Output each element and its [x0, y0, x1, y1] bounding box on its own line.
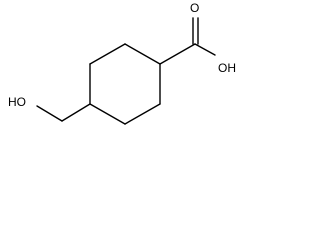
molecule-structure: O OH HO	[8, 1, 236, 125]
carbonyl-oxygen-label: O	[190, 1, 199, 15]
carboxyl-oh-bond	[194, 43, 216, 56]
carboxyl-group: O OH	[159, 1, 236, 75]
ch2-to-oh-bond	[36, 105, 63, 122]
ring-bond-4	[89, 103, 126, 125]
ring-bond-3	[124, 103, 161, 125]
ring-bond-6	[89, 43, 126, 65]
carboxyl-hydroxyl-label: OH	[218, 61, 236, 75]
hydroxyl-label: HO	[8, 95, 26, 109]
ring-to-ch2-bond	[61, 103, 91, 122]
ring-bond-1	[124, 43, 161, 65]
cyclohexane-ring	[89, 43, 161, 125]
hydroxymethyl-group: HO	[8, 95, 91, 122]
ring-to-carboxyl-carbon-bond	[159, 43, 196, 65]
